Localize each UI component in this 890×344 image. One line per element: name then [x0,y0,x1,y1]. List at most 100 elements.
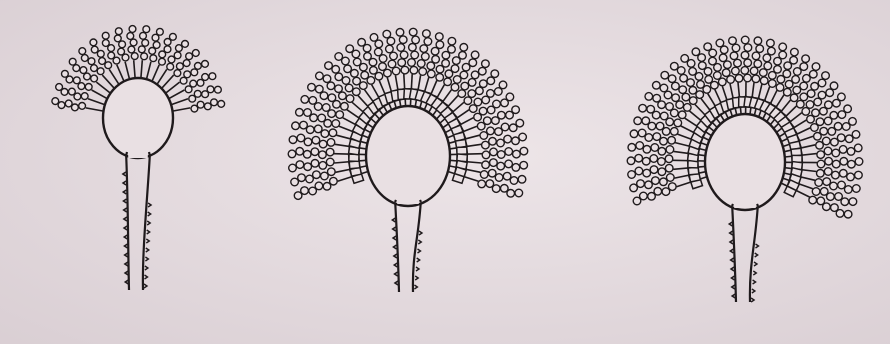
conidium [461,82,469,90]
conidium [479,107,487,115]
conidium [630,130,638,138]
conidium [482,151,490,159]
conidium [797,100,805,108]
conidium [503,172,511,180]
conidium [512,164,520,172]
conidium [143,26,150,33]
conidium [515,189,523,197]
conidium [297,134,305,142]
conidium [314,125,322,133]
conidium [399,36,407,44]
conidium [730,52,738,60]
conidium [678,111,686,119]
conidium [80,67,87,74]
conidium [674,119,682,127]
conidium [335,73,343,81]
conidium [709,57,717,65]
conidium [358,39,366,47]
conidium [91,46,98,53]
conidium [824,168,832,176]
conidium [298,174,306,182]
conidium [660,84,668,92]
conidium [65,100,72,107]
conidium [313,171,321,179]
conidium [332,66,340,74]
conidium [505,148,513,156]
conidium [812,188,820,196]
conidium [520,147,528,155]
conidium [520,161,528,169]
conidium [634,117,642,125]
conidium [832,149,840,157]
conidium [512,137,520,145]
conidium [141,53,148,60]
conidium [62,70,69,77]
conidium [390,52,398,60]
conidium [493,100,501,108]
conidium [423,30,431,38]
conidium [854,144,862,152]
conidium [474,98,482,106]
conidium [635,167,643,175]
conidium [397,44,405,52]
conidium [97,50,104,57]
conidium [768,47,776,55]
conidium [784,88,792,96]
conidium [679,86,687,94]
conidium [643,146,651,154]
conidium [370,34,378,42]
conidium [732,44,740,52]
vesicle-head [705,114,785,210]
conidium [779,51,787,59]
conidium [628,144,636,152]
conidium [838,181,846,189]
conidium [666,103,674,111]
conidium [506,93,514,101]
conidium [760,77,768,85]
conidium [651,144,659,152]
conidium [823,203,831,211]
conidium [501,123,509,131]
conidium [471,71,479,79]
conidium [516,119,524,127]
conidium [388,60,396,68]
conidium [845,186,853,194]
conidium [105,62,112,69]
conidium [480,171,488,179]
conidium [288,150,296,158]
conidium [756,45,764,53]
conidium [159,58,166,65]
conidium [666,146,674,154]
conidium [129,26,136,33]
conidium [840,158,848,166]
conidium [656,122,664,130]
conidium [818,91,826,99]
conidium [420,45,428,53]
conidium [316,85,324,93]
conidium [197,101,204,108]
conidium [825,101,833,109]
conidium [202,61,209,68]
conidium [191,69,198,76]
conidium [838,93,846,101]
conidium [750,67,758,75]
conidium [370,67,378,75]
conidium [180,77,187,84]
conidium [174,70,181,77]
conidium [658,148,666,156]
conidium [752,75,760,83]
conidium [387,37,395,45]
conidium [790,56,798,64]
conidium [722,69,730,77]
conidium [464,97,472,105]
conidium [183,60,190,67]
conidium [689,97,697,105]
conidium [361,71,369,79]
conidium [326,158,334,166]
conidium [518,176,526,184]
conidium [328,94,336,102]
conidium [323,183,331,191]
conidium [497,139,505,147]
conidium [827,193,835,201]
conidium [444,78,452,86]
